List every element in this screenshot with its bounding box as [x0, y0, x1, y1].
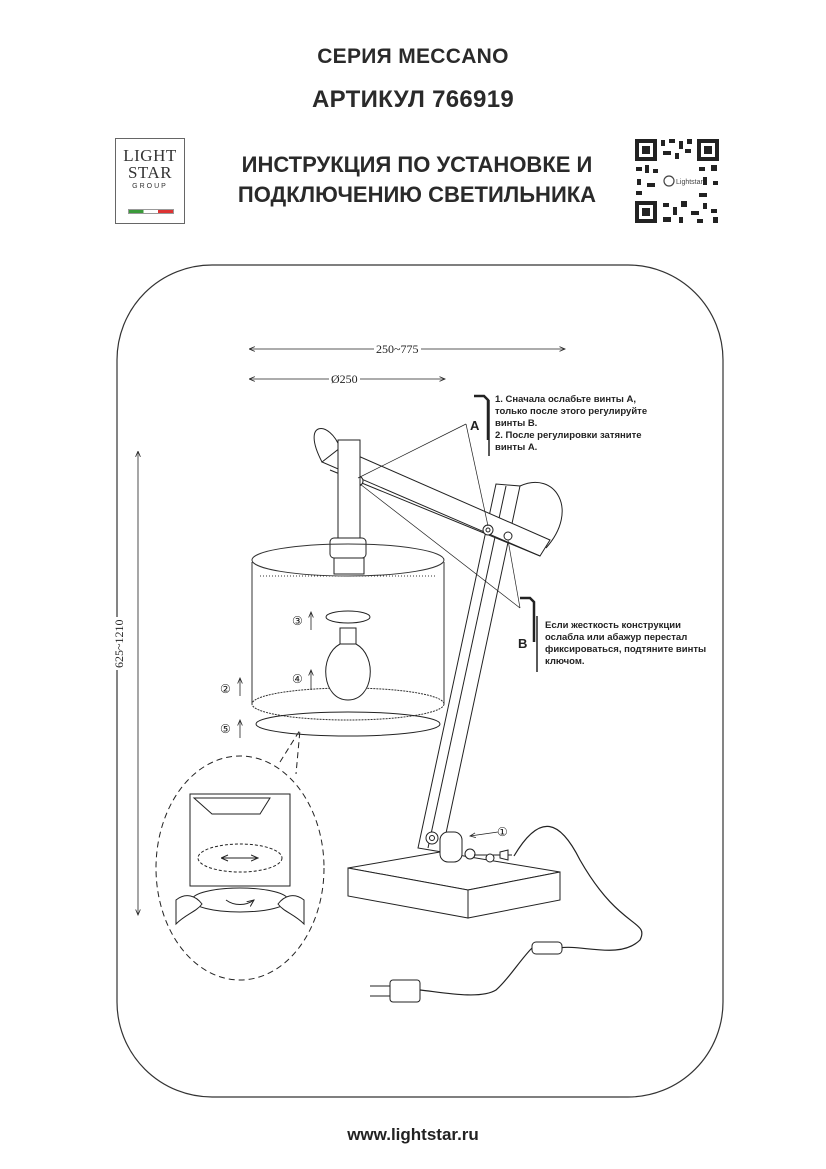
lamp-holder [329, 439, 367, 575]
bulb-icon [325, 627, 371, 701]
note-b-line: фиксироваться, подтяните винты [545, 644, 707, 655]
note-a-line: 1. Сначала ослабьте винты А, [495, 394, 637, 405]
note-a-line: 2. После регулировки затяните [495, 430, 642, 441]
note-a-line: только после этого регулируйте [495, 406, 648, 417]
detail-callout [155, 729, 325, 981]
hex-key-icon [520, 596, 536, 642]
pivot-joint [425, 831, 512, 863]
plug-icon [370, 979, 421, 1003]
detail-inset [189, 793, 291, 913]
note-b-line: ключом. [545, 656, 585, 667]
fixing-ring [325, 610, 371, 624]
dimension-width: 250~775 [374, 342, 421, 357]
note-b: Если жесткость конструкции ослабла или а… [545, 620, 720, 668]
dimension-height: 625~1210 [112, 617, 127, 670]
title-line2: ПОДКЛЮЧЕНИЮ СВЕТИЛЬНИКА [237, 182, 597, 207]
step-4: ④ [292, 672, 303, 686]
qr-code-icon: Lightstar [633, 137, 721, 225]
step-3: ③ [292, 614, 303, 628]
qr-label: Lightstar [676, 179, 704, 186]
dimension-diameter: Ø250 [329, 372, 360, 387]
lamp-base [347, 851, 561, 919]
switch [531, 941, 563, 955]
italian-flag-icon [128, 209, 174, 214]
title-line1: ИНСТРУКЦИЯ ПО УСТАНОВКЕ И [241, 152, 593, 177]
series-title: СЕРИЯ MECCANO [317, 45, 509, 68]
logo-line1: LIGHT [123, 146, 177, 165]
article-number: АРТИКУЛ 766919 [312, 86, 514, 113]
lamp-shade [251, 543, 445, 721]
note-b-line: Если жесткость конструкции [545, 620, 681, 631]
note-b-line: ослабла или абажур перестал [545, 632, 688, 643]
logo-line2: STAR [127, 163, 173, 182]
power-cable [419, 825, 643, 996]
hand-icon [175, 895, 203, 926]
note-a: 1. Сначала ослабьте винты А, только посл… [495, 394, 670, 454]
hand-icon [277, 895, 305, 926]
instruction-title: ИНСТРУКЦИЯ ПО УСТАНОВКЕ И ПОДКЛЮЧЕНИЮ СВ… [222, 150, 612, 210]
label-b: B [518, 636, 528, 651]
diffuser [255, 711, 441, 737]
step-5: ⑤ [220, 722, 231, 736]
label-a: A [470, 418, 480, 433]
step-2: ② [220, 682, 231, 696]
diagram-frame [116, 264, 724, 1098]
logo-line3: GROUP [132, 183, 168, 190]
lightstar-logo: LIGHT STAR GROUP [115, 138, 185, 224]
note-a-line: винты А. [495, 442, 538, 453]
step-1: ① [497, 825, 508, 839]
note-a-line: винты В. [495, 418, 538, 429]
hex-key-icon [474, 394, 490, 440]
website-link[interactable]: www.lightstar.ru [347, 1125, 479, 1144]
